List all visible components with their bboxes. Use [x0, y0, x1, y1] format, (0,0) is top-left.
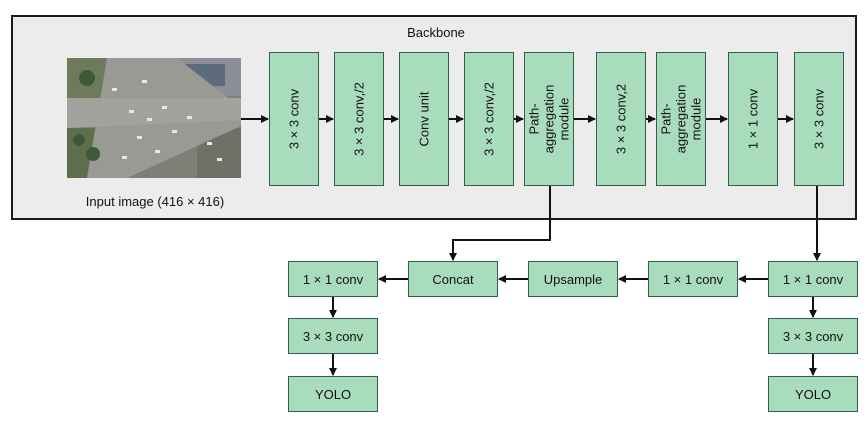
- backbone-title: Backbone: [407, 25, 465, 40]
- concat: Concat: [408, 261, 498, 297]
- mid-1x1-conv: 1 × 1 conv: [648, 261, 738, 297]
- block-3x3-conv-1: 3 × 3 conv: [269, 52, 319, 186]
- block-1x1-conv: 1 × 1 conv: [728, 52, 778, 186]
- block-3x3-conv-3: 3 × 3 conv: [794, 52, 844, 186]
- block-path-aggregation-2: Path-aggregation module: [656, 52, 706, 186]
- left-1x1-conv: 1 × 1 conv: [288, 261, 378, 297]
- block-conv-unit: Conv unit: [399, 52, 449, 186]
- input-image: [67, 58, 241, 178]
- input-image-caption: Input image (416 × 416): [85, 194, 225, 209]
- right-3x3-conv: 3 × 3 conv: [768, 318, 858, 354]
- left-yolo: YOLO: [288, 376, 378, 412]
- block-3x3-conv-2: 3 × 3 conv,2: [596, 52, 646, 186]
- block-3x3-conv-stride2-1: 3 × 3 conv,/2: [334, 52, 384, 186]
- block-3x3-conv-stride2-2: 3 × 3 conv,/2: [464, 52, 514, 186]
- right-yolo: YOLO: [768, 376, 858, 412]
- left-3x3-conv: 3 × 3 conv: [288, 318, 378, 354]
- block-path-aggregation-1: Path-aggregation module: [524, 52, 574, 186]
- upsample: Upsample: [528, 261, 618, 297]
- right-1x1-conv: 1 × 1 conv: [768, 261, 858, 297]
